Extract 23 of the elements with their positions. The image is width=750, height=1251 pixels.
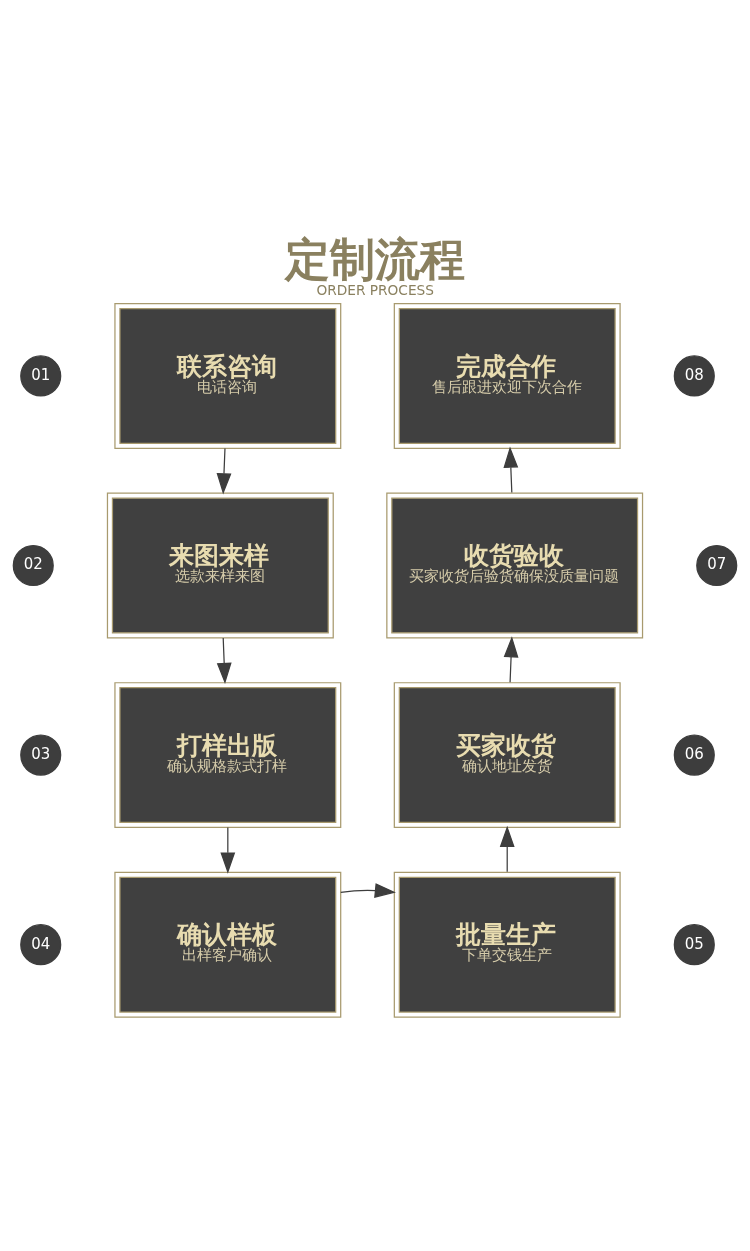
- node-circle: 02: [12, 544, 54, 586]
- node-box: 批量生产 下单交钱生产: [393, 871, 621, 1018]
- node-circle: 05: [673, 923, 715, 965]
- arrow: [216, 447, 232, 494]
- node-box: 确认样板 出样客户确认: [114, 871, 342, 1018]
- node-circle: 04: [20, 923, 62, 965]
- arrow: [503, 635, 519, 683]
- node-circle: 08: [673, 354, 715, 396]
- node-box: 联系咨询 电话咨询: [114, 302, 342, 449]
- arrow: [503, 446, 519, 493]
- node-box: 收货验收 买家收货后验货确保没质量问题: [386, 492, 644, 638]
- node-circle: 03: [20, 734, 62, 776]
- node-circle: 06: [673, 734, 715, 776]
- node-box: 打样出版 确认规格款式打样: [114, 681, 342, 828]
- node-circle: 07: [696, 544, 738, 586]
- arrow: [499, 825, 515, 872]
- node-circle: 01: [20, 354, 62, 396]
- arrow: [340, 882, 396, 898]
- node-box: 来图来样 选款来样来图: [106, 492, 334, 638]
- node-box: 买家收货 确认地址发货: [393, 681, 621, 828]
- node-box: 完成合作 售后跟进欢迎下次合作: [393, 302, 621, 449]
- arrow: [220, 826, 236, 874]
- arrow: [216, 636, 232, 684]
